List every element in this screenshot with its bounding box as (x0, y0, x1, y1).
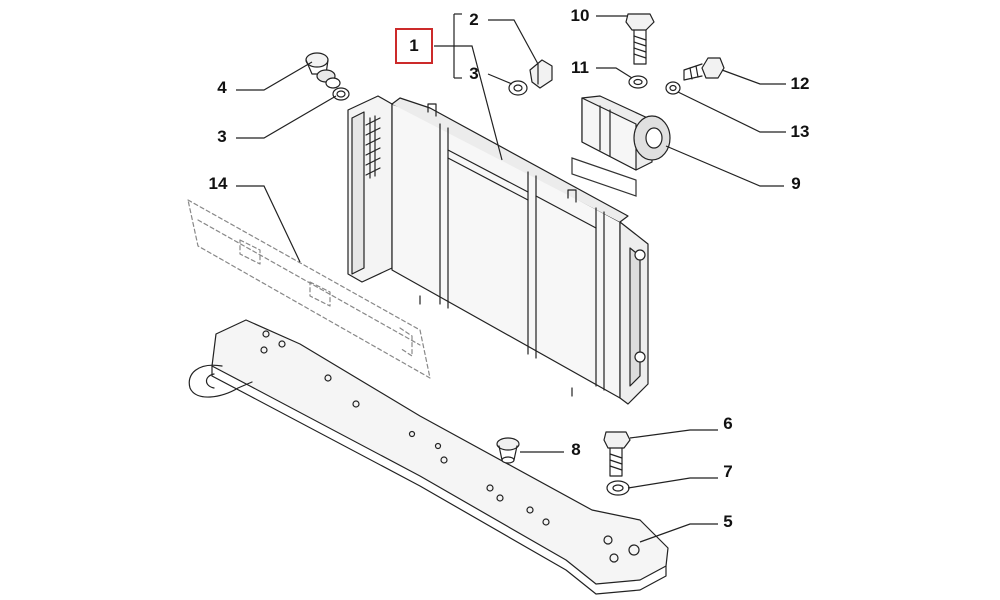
callout-3-left[interactable]: 3 (217, 127, 227, 146)
washer-13[interactable] (665, 81, 681, 95)
washer-11[interactable] (628, 75, 648, 89)
callout-2[interactable]: 2 (469, 10, 479, 29)
drain-plug[interactable] (305, 52, 341, 89)
vent-plug[interactable] (529, 59, 553, 89)
bushing-8[interactable] (496, 437, 520, 464)
leader-lines (236, 13, 786, 543)
mount-bolt-top[interactable] (625, 13, 655, 65)
callout-11[interactable]: 11 (571, 58, 589, 77)
callout-12[interactable]: 12 (790, 74, 810, 93)
callout-7[interactable]: 7 (723, 462, 733, 481)
mounting-bracket[interactable] (581, 95, 671, 171)
bolt-12[interactable] (683, 57, 725, 81)
callout-6[interactable]: 6 (723, 414, 733, 433)
callout-9[interactable]: 9 (791, 174, 801, 193)
callout-10[interactable]: 10 (570, 6, 590, 25)
washer-top[interactable] (508, 80, 528, 96)
callout-14[interactable]: 14 (208, 174, 228, 193)
callout-13[interactable]: 13 (790, 122, 810, 141)
washer-7[interactable] (606, 480, 630, 496)
callout-8[interactable]: 8 (571, 440, 581, 459)
lower-crossmember[interactable] (188, 319, 669, 595)
radiator-core[interactable] (347, 95, 649, 405)
callout-1[interactable]: 1 (395, 28, 433, 64)
callout-5[interactable]: 5 (723, 512, 733, 531)
callout-4[interactable]: 4 (217, 78, 227, 97)
bolt-6[interactable] (603, 431, 631, 477)
callout-3-top[interactable]: 3 (469, 64, 479, 83)
seal-strip[interactable] (187, 199, 431, 379)
washer-left[interactable] (332, 87, 350, 101)
